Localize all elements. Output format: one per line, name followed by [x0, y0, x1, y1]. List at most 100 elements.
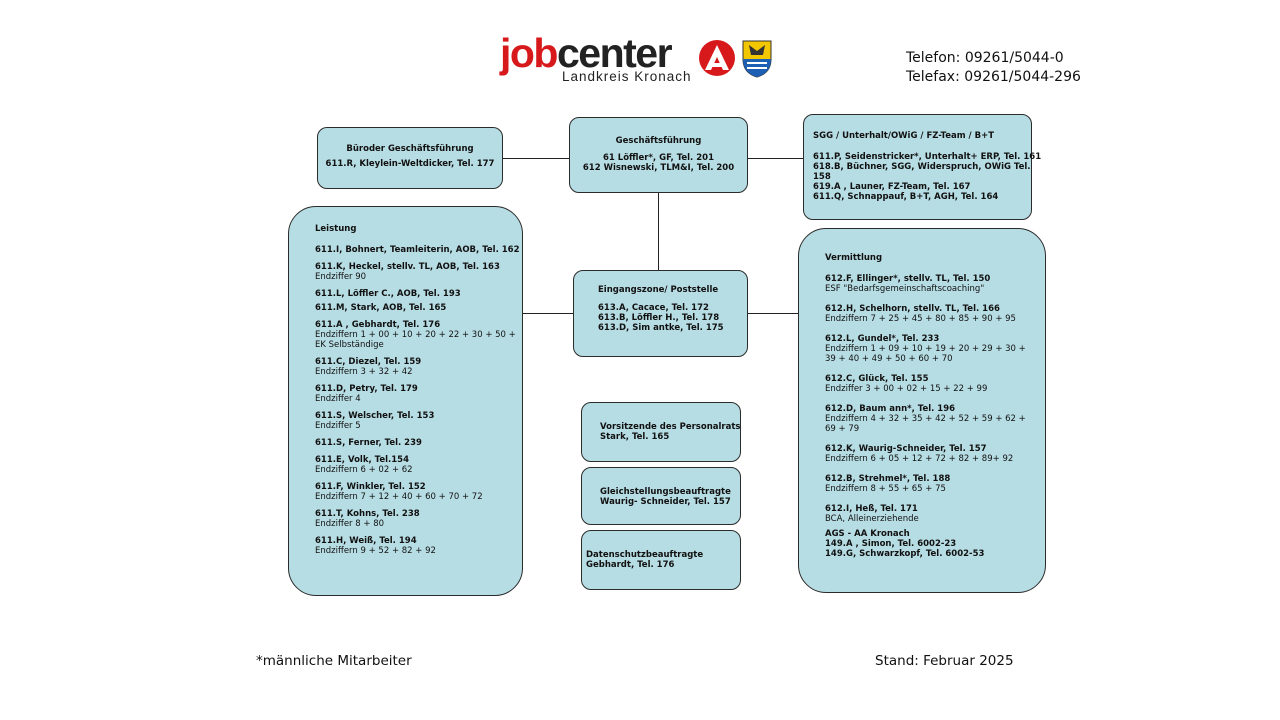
gf-line2: 612 Wisnewski, TLM&I, Tel. 200	[582, 163, 735, 173]
entry-detail: Endziffer 3 + 00 + 02 + 15 + 22 + 99	[825, 384, 988, 394]
leistung-entry: 611.M, Stark, AOB, Tel. 165	[315, 303, 518, 313]
entry-detail: Endziffern 6 + 02 + 62	[315, 465, 413, 475]
entry-name: 611.A , Gebhardt, Tel. 176	[315, 320, 441, 330]
footer-date: Stand: Februar 2025	[875, 653, 1014, 669]
leistung-title: Leistung	[315, 224, 357, 234]
ags-title: AGS - AA Kronach	[825, 529, 910, 539]
personalrat-line: Stark, Tel. 165	[600, 432, 670, 442]
box-personalrat: Vorsitzende des Personalrats Stark, Tel.…	[581, 402, 741, 462]
gf-line1: 61 Löffler*, GF, Tel. 201	[602, 153, 714, 163]
coat-of-arms-icon	[742, 40, 772, 78]
jobcenter-logo: jobcenter Landkreis Kronach	[495, 27, 785, 93]
entry-detail: 69 + 79	[825, 424, 860, 434]
daten-line: Gebhardt, Tel. 176	[586, 560, 675, 570]
entry-detail: Endziffern 7 + 12 + 40 + 60 + 70 + 72	[315, 492, 483, 502]
gf-title: Geschäftsführung	[615, 136, 702, 146]
entry-detail: Endziffer 90	[315, 272, 367, 282]
entry-detail: ESF "Bedarfsgemeinschaftscoaching"	[825, 284, 985, 294]
box-gleichstellung: Gleichstellungsbeauftragte Waurig- Schne…	[581, 467, 741, 525]
box-eingangszone: Eingangszone/ Poststelle 613.A, Cacace, …	[573, 270, 748, 357]
entry-name: 612.F, Ellinger*, stellv. TL, Tel. 150	[825, 274, 991, 284]
entry-detail: Endziffern 1 + 09 + 10 + 19 + 20 + 29 + …	[825, 344, 1026, 354]
entry-name: 612.H, Schelhorn, stellv. TL, Tel. 166	[825, 304, 1000, 314]
entry-name: 611.K, Heckel, stellv. TL, AOB, Tel. 163	[315, 262, 500, 272]
eingang-line1: 613.A, Cacace, Tel. 172	[598, 303, 709, 313]
agency-a-icon	[699, 40, 735, 76]
entry-name: 611.C, Diezel, Tel. 159	[315, 357, 422, 367]
entry-detail: Endziffern 6 + 05 + 12 + 72 + 82 + 89+ 9…	[825, 454, 1014, 464]
connector-gf-eingang	[658, 192, 659, 271]
logo-wordmark: jobcenter	[500, 30, 673, 76]
sgg-line3: 158	[813, 172, 831, 182]
daten-title: Datenschutzbeauftragte	[586, 550, 704, 560]
entry-detail: Endziffern 1 + 00 + 10 + 20 + 22 + 30 + …	[315, 330, 516, 340]
box-geschaeftsfuehrung: Geschäftsführung 61 Löffler*, GF, Tel. 2…	[569, 117, 748, 193]
personalrat-title: Vorsitzende des Personalrats	[600, 422, 741, 432]
entry-detail: Endziffern 9 + 52 + 82 + 92	[315, 546, 436, 556]
connector-eingang-vermittlung	[747, 313, 799, 314]
logo-region: Landkreis Kronach	[562, 69, 692, 84]
eingang-line2: 613.B, Löffler H., Tel. 178	[598, 313, 720, 323]
entry-name: 612.I, Heß, Tel. 171	[825, 504, 918, 514]
entry-name: 611.L, Löffler C., AOB, Tel. 193	[315, 289, 461, 299]
vermittlung-title: Vermittlung	[825, 253, 883, 263]
eingang-title: Eingangszone/ Poststelle	[598, 285, 719, 295]
entry-detail: Endziffern 4 + 32 + 35 + 42 + 52 + 59 + …	[825, 414, 1026, 424]
entry-name: 612.D, Baum ann*, Tel. 196	[825, 404, 956, 414]
entry-name: 612.L, Gundel*, Tel. 233	[825, 334, 940, 344]
entry-detail: Endziffern 8 + 55 + 65 + 75	[825, 484, 946, 494]
ags-line1: 149.A , Simon, Tel. 6002-23	[825, 539, 957, 549]
buero-line: 611.R, Kleylein-Weltdicker, Tel. 177	[325, 159, 495, 169]
entry-name: 612.C, Glück, Tel. 155	[825, 374, 929, 384]
entry-detail: Endziffer 5	[315, 421, 361, 431]
footer-note: *männliche Mitarbeiter	[256, 653, 412, 669]
entry-name: 611.H, Weiß, Tel. 194	[315, 536, 417, 546]
entry-detail: Endziffer 8 + 80	[315, 519, 385, 529]
fax-number: Telefax: 09261/5044-296	[906, 69, 1081, 85]
logo-center-text: center	[556, 30, 673, 76]
entry-name: 611.S, Ferner, Tel. 239	[315, 438, 422, 448]
entry-name: 611.E, Volk, Tel.154	[315, 455, 409, 465]
sgg-line4: 619.A , Launer, FZ-Team, Tel. 167	[813, 182, 971, 192]
ags-line2: 149.G, Schwarzkopf, Tel. 6002-53	[825, 549, 985, 559]
entry-name: 612.K, Waurig-Schneider, Tel. 157	[825, 444, 987, 454]
entry-detail: 39 + 40 + 49 + 50 + 60 + 70	[825, 354, 953, 364]
sgg-line1: 611.P, Seidenstricker*, Unterhalt+ ERP, …	[813, 152, 1042, 162]
entry-detail: Endziffer 4	[315, 394, 361, 404]
box-buero-geschaeftsfuehrung: Büroder Geschäftsführung 611.R, Kleylein…	[317, 127, 503, 189]
entry-name: 611.I, Bohnert, Teamleiterin, AOB, Tel. …	[315, 245, 520, 255]
entry-detail: BCA, Alleinerziehende	[825, 514, 919, 524]
connector-buero-gf	[502, 158, 570, 159]
leistung-entry: 611.L, Löffler C., AOB, Tel. 193	[315, 289, 518, 299]
sgg-title: SGG / Unterhalt/OWiG / FZ-Team / B+T	[813, 131, 995, 141]
connector-gf-sgg	[747, 158, 804, 159]
entry-name: 611.S, Welscher, Tel. 153	[315, 411, 435, 421]
eingang-line3: 613.D, Sim antke, Tel. 175	[598, 323, 724, 333]
buero-title: Büroder Geschäftsführung	[346, 144, 474, 154]
box-datenschutz: Datenschutzbeauftragte Gebhardt, Tel. 17…	[581, 530, 741, 590]
gleich-line: Waurig- Schneider, Tel. 157	[600, 497, 731, 507]
box-sgg-unterhalt: SGG / Unterhalt/OWiG / FZ-Team / B+T 611…	[803, 114, 1042, 220]
phone-number: Telefon: 09261/5044-0	[906, 50, 1064, 66]
entry-detail: EK Selbständige	[315, 340, 384, 350]
entry-name: 611.D, Petry, Tel. 179	[315, 384, 418, 394]
entry-name: 611.T, Kohns, Tel. 238	[315, 509, 420, 519]
entry-detail: Endziffern 3 + 32 + 42	[315, 367, 413, 377]
